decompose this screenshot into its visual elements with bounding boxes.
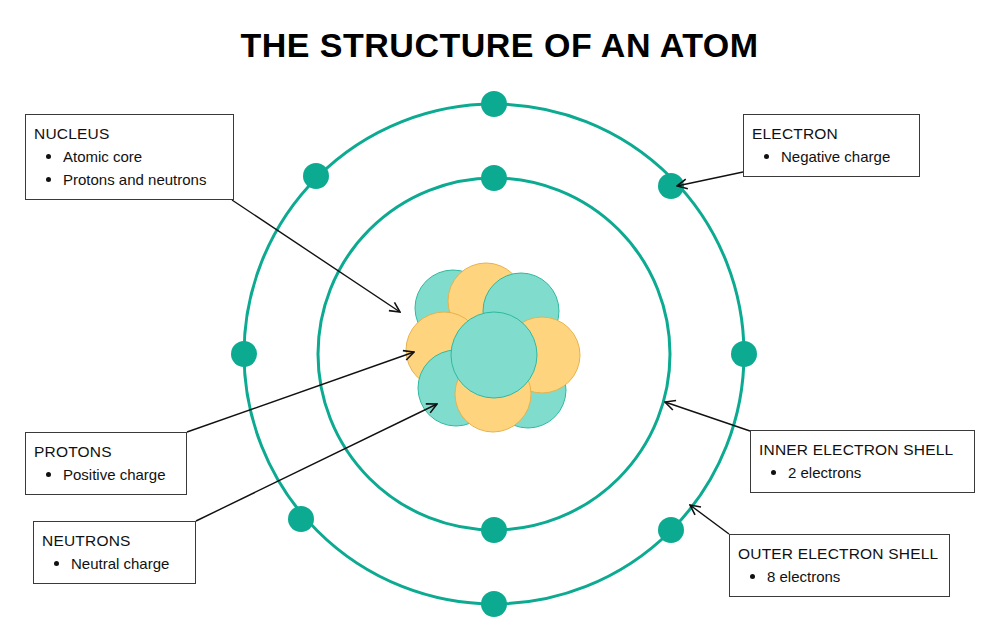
box-heading: PROTONS: [34, 440, 178, 463]
bullet-dot: [764, 154, 769, 159]
leader-line: [665, 402, 750, 431]
electron-dot: [303, 163, 329, 189]
electron-dot: [731, 341, 757, 367]
label-box: PROTONSPositive charge: [25, 432, 187, 495]
bullet-row: Neutral charge: [54, 552, 187, 575]
electron-dot: [481, 591, 507, 617]
bullet-text: Positive charge: [63, 463, 178, 486]
bullet-row: Protons and neutrons: [46, 168, 225, 191]
electron-dot: [481, 91, 507, 117]
box-heading: NEUTRONS: [42, 529, 187, 552]
bullet-dot: [46, 177, 51, 182]
inner-shell-orbit: [318, 178, 670, 530]
label-box: ELECTRONNegative charge: [743, 114, 920, 177]
electron-dot: [481, 165, 507, 191]
neutron-particle: [451, 312, 537, 398]
diagram-title: THE STRUCTURE OF AN ATOM: [0, 26, 999, 65]
bullet-row: 2 electrons: [771, 461, 966, 484]
leader-line: [187, 352, 414, 432]
bullet-text: Atomic core: [63, 145, 225, 168]
bullet-row: 8 electrons: [750, 565, 941, 588]
bullet-dot: [771, 470, 776, 475]
label-box: NEUTRONSNeutral charge: [33, 521, 196, 584]
electron-dot: [658, 517, 684, 543]
electron-dot: [288, 506, 314, 532]
bullet-text: Negative charge: [781, 145, 911, 168]
leader-line: [677, 172, 743, 186]
bullet-text: Protons and neutrons: [63, 168, 225, 191]
bullet-row: Negative charge: [764, 145, 911, 168]
box-heading: NUCLEUS: [34, 122, 225, 145]
leader-line: [196, 404, 437, 521]
bullet-dot: [46, 472, 51, 477]
box-heading: ELECTRON: [752, 122, 911, 145]
bullet-row: Positive charge: [46, 463, 178, 486]
outer-shell-orbit: [244, 104, 744, 604]
bullet-text: 8 electrons: [767, 565, 941, 588]
bullet-text: 2 electrons: [788, 461, 966, 484]
bullet-dot: [750, 574, 755, 579]
electron-dot: [481, 517, 507, 543]
label-box: INNER ELECTRON SHELL2 electrons: [750, 430, 975, 493]
label-box: NUCLEUSAtomic coreProtons and neutrons: [25, 114, 234, 200]
bullet-dot: [46, 154, 51, 159]
box-heading: INNER ELECTRON SHELL: [759, 438, 966, 461]
box-heading: OUTER ELECTRON SHELL: [738, 542, 941, 565]
bullet-dot: [54, 561, 59, 566]
leader-line: [690, 505, 729, 534]
electron-dot: [231, 341, 257, 367]
label-box: OUTER ELECTRON SHELL8 electrons: [729, 534, 950, 597]
leader-line: [232, 200, 400, 312]
electron-group: [231, 91, 757, 617]
leader-lines: [187, 172, 750, 534]
bullet-row: Atomic core: [46, 145, 225, 168]
bullet-text: Neutral charge: [71, 552, 187, 575]
